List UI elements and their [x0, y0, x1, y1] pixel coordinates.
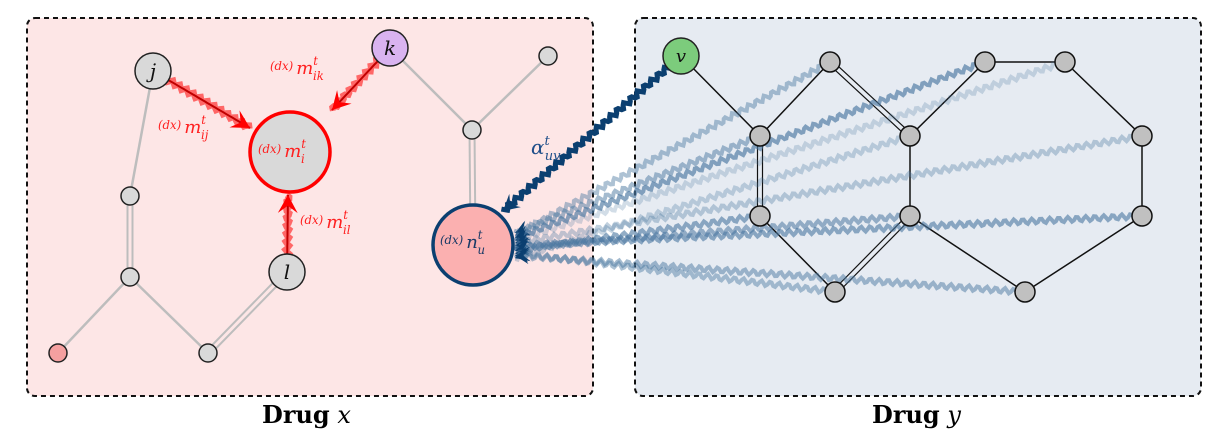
atom-node-y [1131, 125, 1153, 147]
atom-node-y [974, 51, 996, 73]
double-bond-y [831, 59, 913, 135]
message-line [152, 70, 251, 129]
arrow-head [515, 233, 531, 249]
caption-var: x [337, 401, 351, 429]
bond-x [129, 276, 209, 354]
drug-y-panel [634, 17, 1202, 397]
bond-y [1024, 215, 1143, 293]
caption-var: y [947, 401, 961, 429]
arrow-head [515, 228, 531, 244]
arrow-head-v [503, 193, 521, 211]
attention-wave [513, 57, 1067, 245]
double-bond-y [827, 63, 909, 139]
node-l [268, 253, 306, 291]
atom-node-y [824, 281, 846, 303]
attention-wave [514, 58, 831, 240]
attention-wave [513, 131, 1144, 247]
atom-node-red [48, 343, 68, 363]
message-arrow-head [277, 195, 298, 214]
bond-y [1064, 61, 1143, 137]
message-arrow-head [229, 110, 250, 128]
arrow-head [515, 246, 531, 262]
caption-bold: Drug [262, 400, 330, 429]
atom-node [120, 267, 140, 287]
drug-x-panel [26, 17, 594, 397]
atom-node-y [1014, 281, 1036, 303]
atom-node-y [819, 51, 841, 73]
double-bond-x [209, 273, 290, 356]
atom-node-y [749, 205, 771, 227]
bond-x [128, 70, 155, 197]
attention-wave [514, 57, 987, 242]
attention-wave-v [500, 52, 682, 214]
attention-wave [513, 210, 762, 255]
node-v [662, 37, 700, 75]
atom-node [120, 186, 140, 206]
atom-node [198, 343, 218, 363]
drug-y-caption: Drug y [872, 400, 961, 429]
node-j-label: j [146, 59, 156, 83]
atom-node-y [1131, 205, 1153, 227]
atom-node-y [1054, 51, 1076, 73]
bond-x [389, 47, 473, 131]
attention-wave [513, 210, 912, 253]
atom-node-y [899, 205, 921, 227]
node-u [431, 203, 515, 287]
atom-node [538, 46, 558, 66]
arrow-head [515, 222, 531, 236]
bond-x [471, 55, 549, 131]
node-v-label: v [676, 46, 686, 67]
message-arrow-head [332, 90, 352, 110]
drug-x-caption: Drug x [262, 400, 351, 429]
double-bond-x [205, 269, 286, 352]
node-k [371, 29, 409, 67]
bond-y [909, 61, 986, 137]
attention-wave [513, 131, 761, 236]
atom-node [462, 120, 482, 140]
atom-node-y [899, 125, 921, 147]
node-i [248, 110, 332, 194]
atom-node-y [749, 125, 771, 147]
node-j [134, 52, 172, 90]
bond-y [759, 61, 831, 137]
attention-wave [514, 251, 1027, 297]
bond-x [57, 276, 131, 354]
node-l-label: l [284, 260, 290, 284]
node-k-label: k [384, 36, 396, 60]
caption-bold: Drug [872, 400, 940, 429]
attention-wave [514, 131, 912, 263]
